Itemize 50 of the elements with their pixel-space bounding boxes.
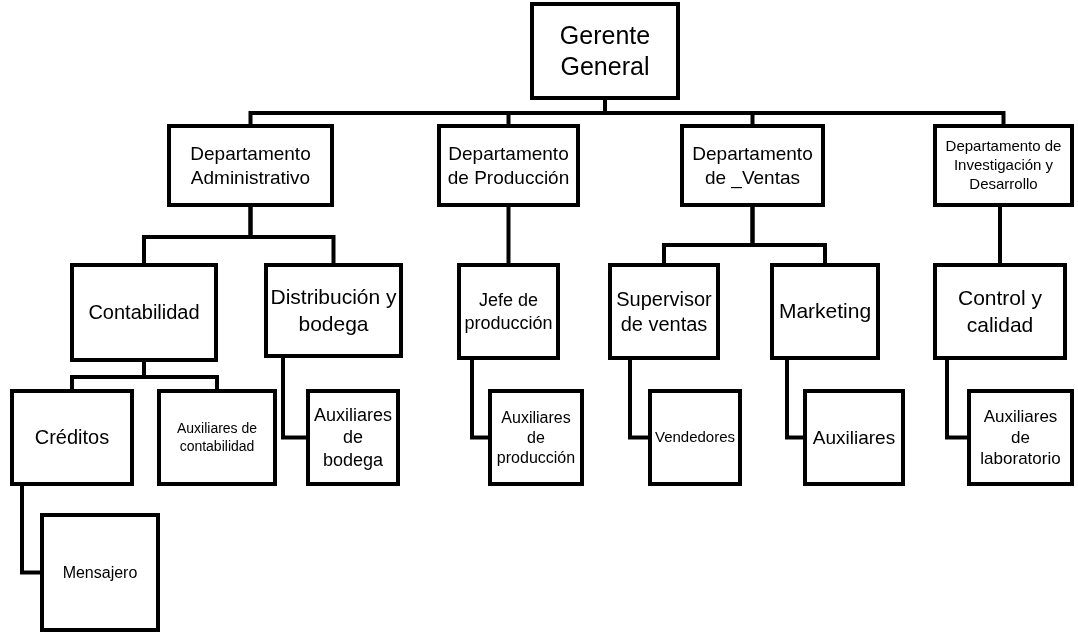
- connector-line: [142, 362, 219, 389]
- org-box: [608, 263, 720, 360]
- role-label: Mensajero: [62, 562, 138, 583]
- role-label: Jefe de producción: [463, 289, 554, 334]
- connector-line: [998, 207, 1002, 263]
- connector-line: [248, 207, 336, 263]
- role-label: Vendedores: [654, 428, 736, 447]
- role-label: Auxiliares de bodega: [313, 403, 393, 472]
- connector-line: [20, 486, 40, 575]
- org-box: [306, 389, 400, 486]
- org-box: [167, 124, 334, 207]
- connector-line: [750, 207, 827, 263]
- org-box: [967, 389, 1074, 486]
- connector-line: [506, 207, 511, 263]
- org-box: [457, 263, 560, 360]
- org-box: [157, 389, 277, 486]
- role-label: Auxiliares de contabilidad: [175, 420, 259, 455]
- role-label: Departamento de Investigación y Desarrollo: [944, 137, 1063, 194]
- connector-line: [603, 100, 1006, 124]
- org-box: [40, 513, 160, 632]
- org-box: [680, 124, 825, 207]
- connector-line: [945, 360, 967, 440]
- role-label: Auxiliares: [812, 425, 896, 450]
- role-label: Contabilidad: [88, 300, 200, 325]
- connector-line: [281, 358, 306, 440]
- org-box: [488, 389, 584, 486]
- role-label: Departamento de Producción: [446, 141, 571, 190]
- role-label: Control y calidad: [957, 285, 1043, 338]
- role-label: Marketing: [778, 298, 872, 325]
- org-box: [648, 389, 742, 486]
- connector-line: [785, 360, 803, 440]
- role-label: Auxiliares de laboratorio: [979, 405, 1062, 470]
- org-box: [10, 389, 134, 486]
- org-box: [803, 389, 905, 486]
- org-box: [933, 124, 1074, 207]
- role-label: Distribución y bodega: [270, 284, 397, 337]
- role-label: Auxiliares de producción: [495, 407, 577, 468]
- org-box: [70, 263, 218, 362]
- role-label: Gerente General: [558, 19, 652, 82]
- role-label: Departamento Administrativo: [189, 141, 312, 190]
- org-box: [264, 263, 403, 358]
- role-label: Supervisor de ventas: [615, 286, 713, 337]
- connector-line: [470, 360, 488, 440]
- connector-line: [628, 360, 648, 440]
- role-label: Departamento de _Ventas: [691, 141, 814, 190]
- org-box: [437, 124, 580, 207]
- org-box: [530, 2, 680, 100]
- org-box: [770, 263, 880, 360]
- org-box: [933, 263, 1067, 360]
- role-label: Créditos: [34, 425, 110, 450]
